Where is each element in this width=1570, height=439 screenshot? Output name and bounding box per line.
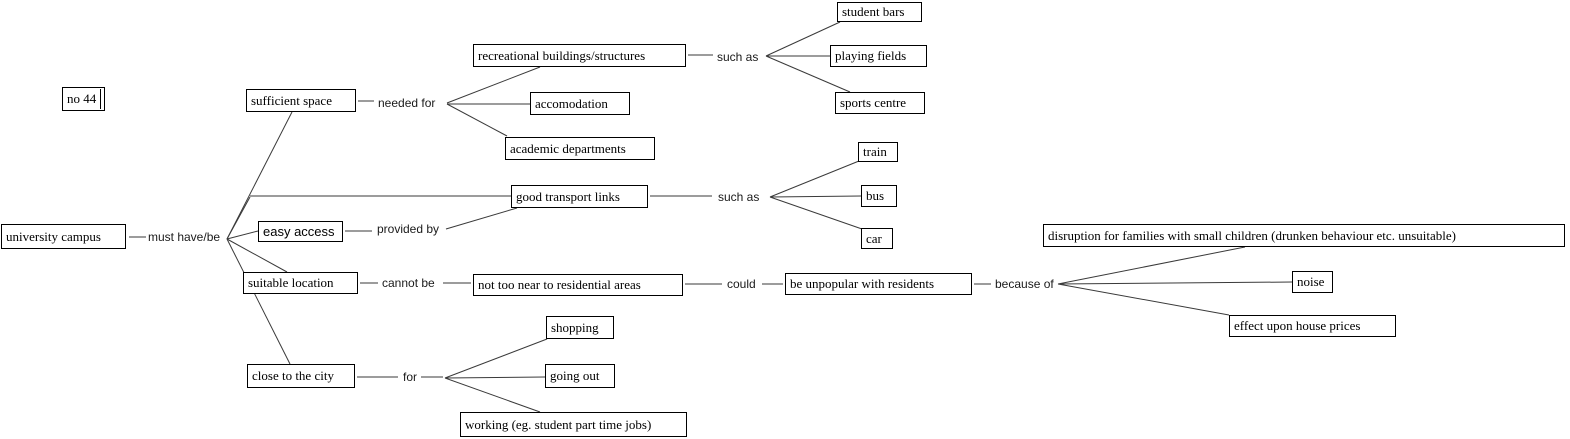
connector-line	[1057, 283, 1230, 316]
node-going-out[interactable]: going out	[545, 364, 615, 388]
node-label: effect upon house prices	[1234, 318, 1361, 333]
connector-line	[446, 66, 541, 104]
node-noise[interactable]: noise	[1292, 271, 1333, 293]
node-label: sufficient space	[251, 92, 332, 108]
node-sports-centre[interactable]: sports centre	[835, 92, 925, 114]
node-label: university campus	[6, 228, 101, 244]
connector-line	[765, 21, 841, 57]
connector-line	[226, 111, 293, 240]
node-label: train	[863, 144, 887, 159]
node-label: not too near to residential areas	[478, 277, 641, 292]
node-recreational-buildings[interactable]: recreational buildings/structures	[473, 44, 686, 67]
node-suitable-location[interactable]: suitable location	[243, 272, 358, 294]
link-label-such-as-1[interactable]: such as	[717, 50, 759, 64]
connector-line	[445, 207, 518, 230]
node-note-no-44[interactable]: no 44	[62, 87, 105, 111]
connector-line	[226, 238, 291, 365]
node-academic-departments[interactable]: academic departments	[505, 137, 655, 160]
link-label-cannot-be[interactable]: cannot be	[382, 276, 435, 290]
node-university-campus[interactable]: university campus	[1, 224, 126, 249]
connector-line	[226, 230, 259, 240]
node-label: sports centre	[840, 95, 907, 110]
connector-line	[1057, 246, 1246, 285]
node-label: be unpopular with residents	[790, 276, 935, 291]
node-car[interactable]: car	[861, 228, 893, 249]
node-label: bus	[866, 188, 885, 203]
link-label-for[interactable]: for	[403, 370, 418, 384]
node-label: working (eg. student part time jobs)	[465, 416, 652, 432]
connector-line	[444, 338, 548, 379]
node-label: academic departments	[510, 140, 626, 156]
node-close-to-city[interactable]: close to the city	[247, 364, 355, 388]
node-label: playing fields	[835, 48, 907, 63]
node-not-too-near-residential[interactable]: not too near to residential areas	[473, 274, 683, 296]
node-shopping[interactable]: shopping	[546, 316, 614, 339]
node-train[interactable]: train	[858, 142, 898, 162]
connector-line	[444, 377, 541, 413]
connector-line	[226, 238, 288, 273]
node-label: shopping	[551, 319, 599, 335]
connector-line	[1057, 281, 1293, 285]
node-label: disruption for families with small child…	[1048, 227, 1456, 243]
node-label: student bars	[842, 4, 905, 19]
connector-line	[444, 376, 546, 379]
link-label-needed-for[interactable]: needed for	[378, 96, 436, 110]
node-label: recreational buildings/structures	[478, 47, 646, 63]
text-cursor	[100, 89, 101, 109]
node-unpopular-with-residents[interactable]: be unpopular with residents	[785, 273, 972, 295]
connector-line	[769, 196, 863, 230]
connector-line	[446, 103, 508, 137]
node-student-bars[interactable]: student bars	[837, 2, 922, 22]
node-label: car	[866, 230, 882, 246]
connector-line	[765, 55, 851, 93]
link-label-could[interactable]: could	[727, 277, 756, 291]
node-label: no 44	[67, 91, 97, 106]
node-label: accomodation	[535, 95, 608, 111]
node-playing-fields[interactable]: playing fields	[830, 45, 927, 67]
node-label: going out	[550, 368, 600, 383]
node-good-transport-links[interactable]: good transport links	[511, 185, 648, 208]
node-label: good transport links	[516, 188, 620, 204]
link-label-must-have-be[interactable]: must have/be	[148, 230, 221, 244]
node-label: close to the city	[252, 368, 334, 383]
node-accomodation[interactable]: accomodation	[530, 92, 630, 115]
link-label-provided-by[interactable]: provided by	[377, 222, 440, 236]
node-working-part-time[interactable]: working (eg. student part time jobs)	[460, 412, 687, 437]
link-label-because-of[interactable]: because of	[995, 277, 1054, 291]
node-label: easy access	[263, 224, 335, 239]
connector-line	[226, 196, 251, 240]
node-disruption-families[interactable]: disruption for families with small child…	[1043, 224, 1565, 247]
node-sufficient-space[interactable]: sufficient space	[246, 89, 356, 112]
node-bus[interactable]: bus	[861, 185, 897, 207]
connector-line	[769, 160, 860, 198]
link-label-such-as-2[interactable]: such as	[718, 190, 760, 204]
node-label: noise	[1297, 274, 1325, 289]
node-easy-access[interactable]: easy access	[258, 221, 343, 242]
node-effect-house-prices[interactable]: effect upon house prices	[1229, 315, 1396, 337]
node-label: suitable location	[248, 275, 334, 290]
connector-line	[769, 195, 862, 198]
